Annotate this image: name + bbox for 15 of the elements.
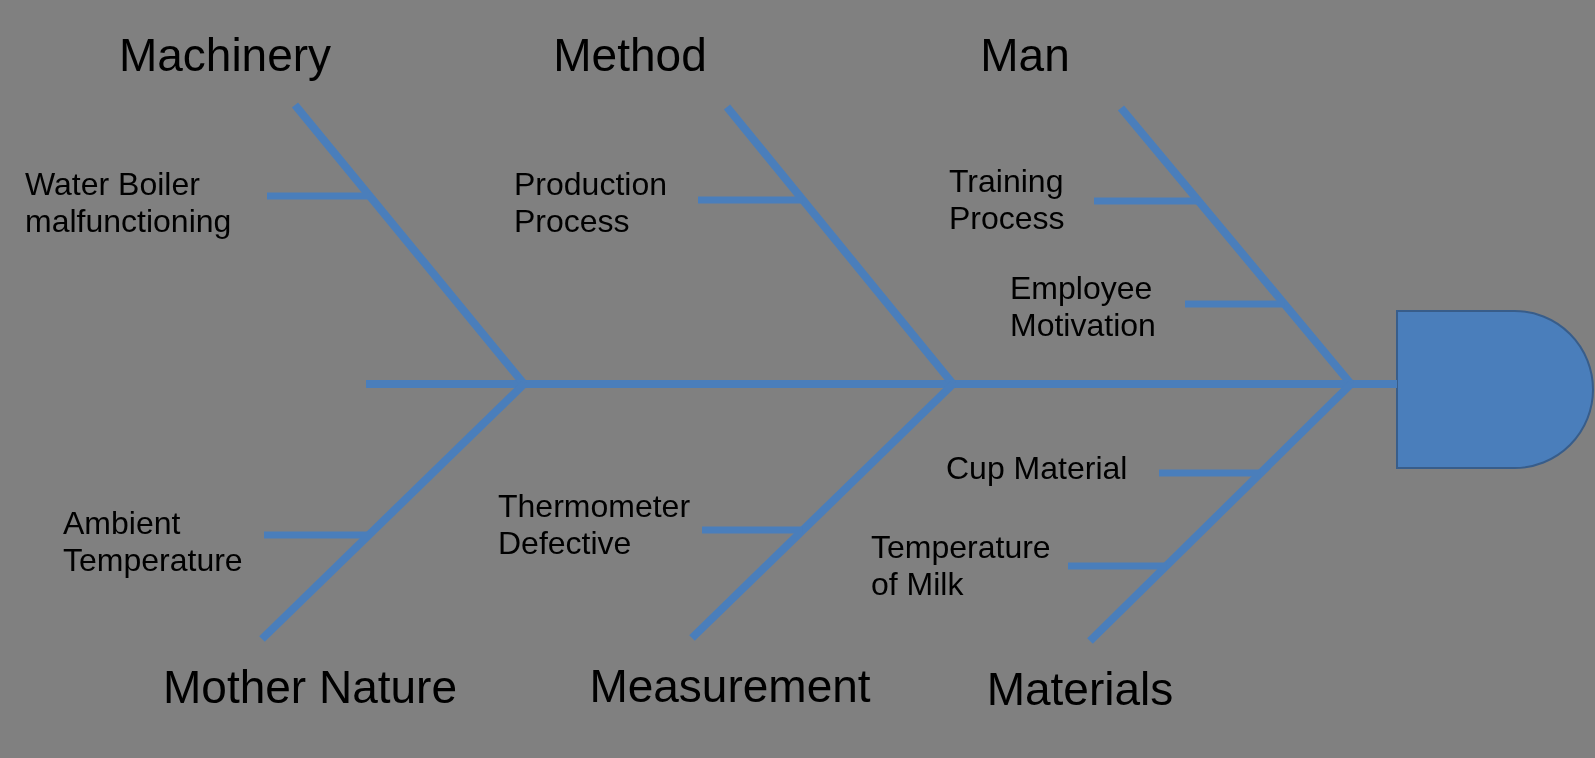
cause-label: Training Process xyxy=(949,163,1094,253)
cause-label: Production Process xyxy=(514,166,698,256)
cause-label: Temperature of Milk xyxy=(871,529,1068,619)
category-label: Measurement xyxy=(560,638,900,718)
cause-label: Thermometer Defective xyxy=(498,488,702,578)
fish-head-shape xyxy=(1396,310,1594,469)
category-label: Materials xyxy=(960,641,1200,721)
category-label: Machinery xyxy=(95,25,355,105)
cause-label: Employee Motivation xyxy=(1010,270,1185,360)
cause-label: Water Boiler malfunctioning xyxy=(25,166,267,256)
category-label: Method xyxy=(525,25,735,107)
cause-label: Ambient Temperature xyxy=(63,505,264,595)
cause-label: Cup Material xyxy=(946,450,1159,495)
category-label: Man xyxy=(920,25,1130,108)
category-label: Mother Nature xyxy=(130,639,490,719)
